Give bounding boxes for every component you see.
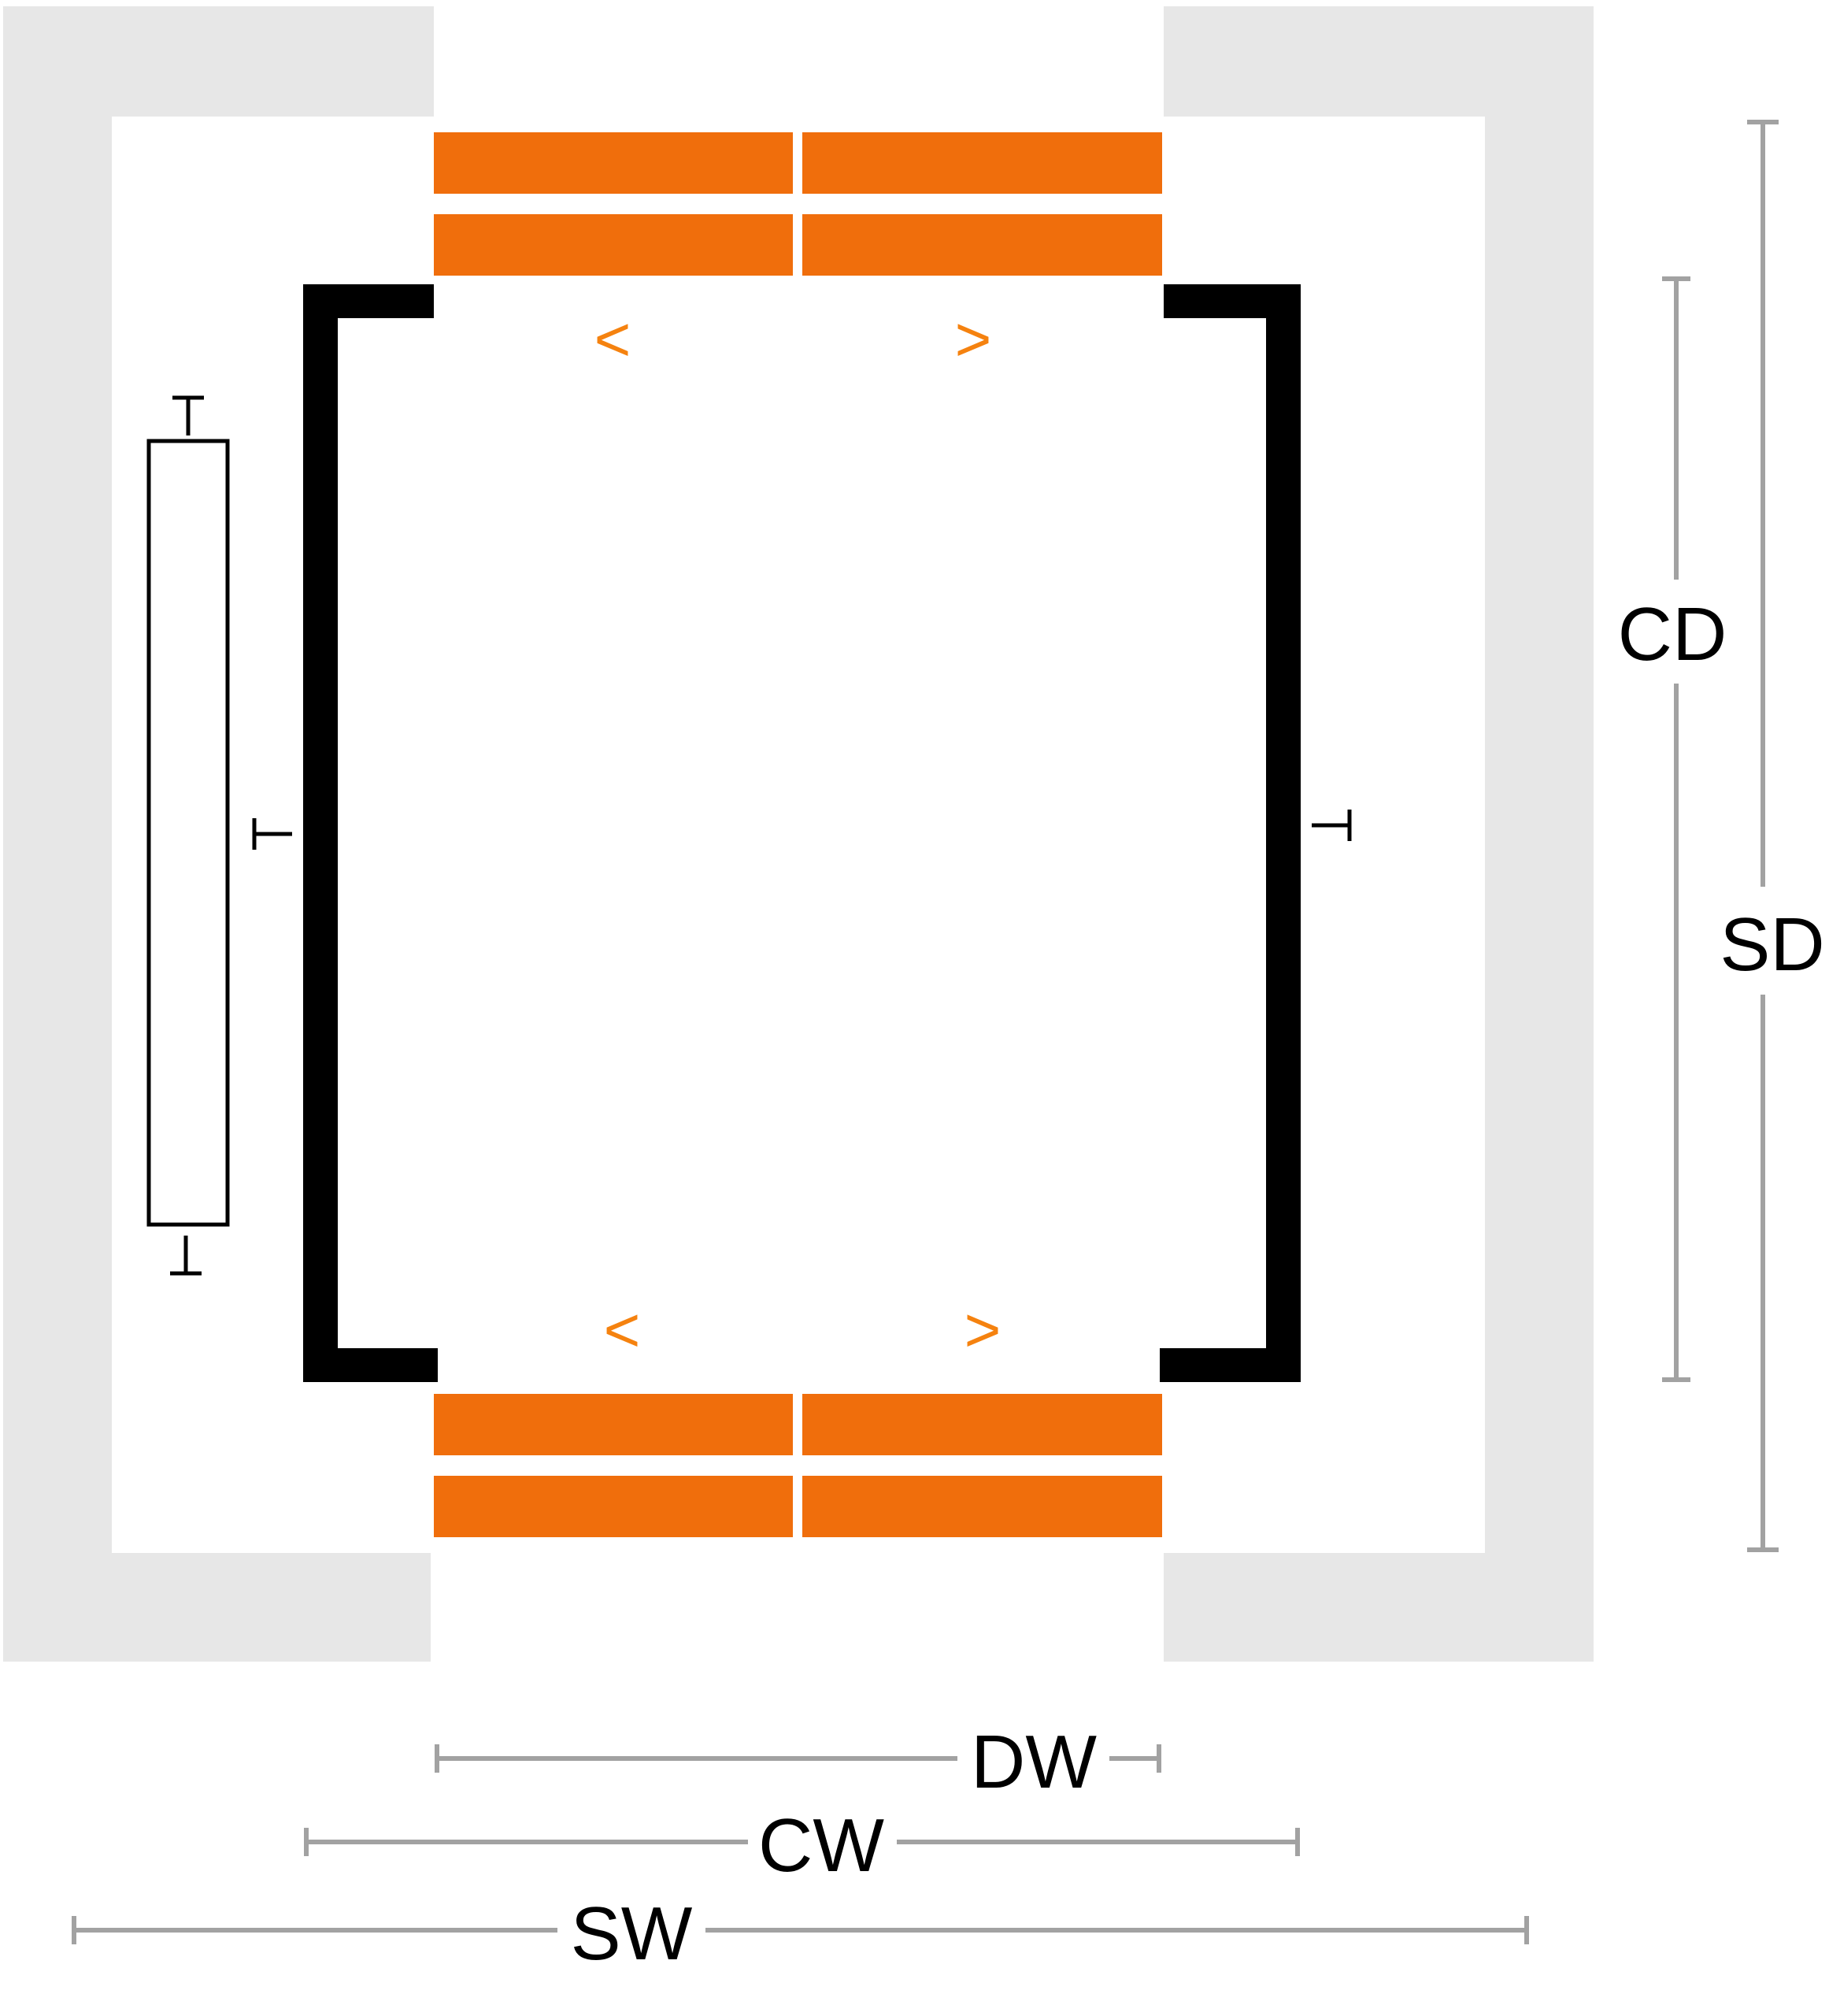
door-panel-top-2: [802, 132, 1162, 194]
car-walls: [303, 284, 1301, 1382]
arrow-bottom-right: >: [964, 1295, 1002, 1365]
rail-marker-counterweight-bottom: [170, 1236, 202, 1276]
car-wall-right-top-return: [1164, 284, 1301, 318]
dimension-label-sw: SW: [571, 1892, 693, 1976]
shaft-wall-right: [1485, 6, 1594, 1662]
door-panel-bottom-1: [434, 1394, 793, 1455]
car-wall-left: [303, 284, 338, 1382]
rail-marker-car-right: [1312, 810, 1352, 841]
shaft-wall-bottom-left: [3, 1553, 431, 1662]
car-wall-right: [1266, 284, 1301, 1382]
counterweight: [146, 439, 230, 1227]
door-panel-top-1: [434, 132, 793, 194]
arrow-top-right: >: [955, 304, 992, 374]
dimension-label-dw: DW: [971, 1720, 1097, 1804]
dimension-label-cd: CD: [1618, 592, 1727, 676]
shaft-wall-bottom-right: [1164, 1553, 1594, 1662]
door-panel-bottom-2: [802, 1394, 1162, 1455]
door-panel-bottom-3: [434, 1476, 793, 1537]
dimension-sw: [72, 1916, 1529, 1944]
rail-marker-counterweight-top: [172, 395, 204, 435]
dimension-cw: [304, 1828, 1300, 1856]
rail-markers: [170, 395, 1352, 1276]
car-wall-right-bottom-return: [1160, 1348, 1301, 1382]
dimension-label-cw: CW: [758, 1803, 884, 1888]
dimension-label-sd: SD: [1720, 902, 1824, 987]
door-panel-bottom-4: [802, 1476, 1162, 1537]
dimension-cd: [1662, 276, 1690, 1382]
car-wall-left-top-return: [303, 284, 434, 318]
door-panel-top-3: [434, 214, 793, 276]
bottom-door-panels: [434, 1394, 1162, 1537]
arrow-top-left: <: [594, 304, 631, 374]
shaft-wall-left: [3, 6, 112, 1662]
arrow-bottom-left: <: [604, 1295, 641, 1365]
car-wall-left-bottom-return: [303, 1348, 438, 1382]
dimension-dw: [435, 1744, 1161, 1773]
shaft-walls: [3, 6, 1594, 1662]
door-arrows: < > < >: [594, 304, 1002, 1365]
rail-marker-car-left: [252, 818, 292, 850]
door-panel-top-4: [802, 214, 1162, 276]
dimension-sd: [1747, 120, 1779, 1552]
top-door-panels: [434, 132, 1162, 276]
